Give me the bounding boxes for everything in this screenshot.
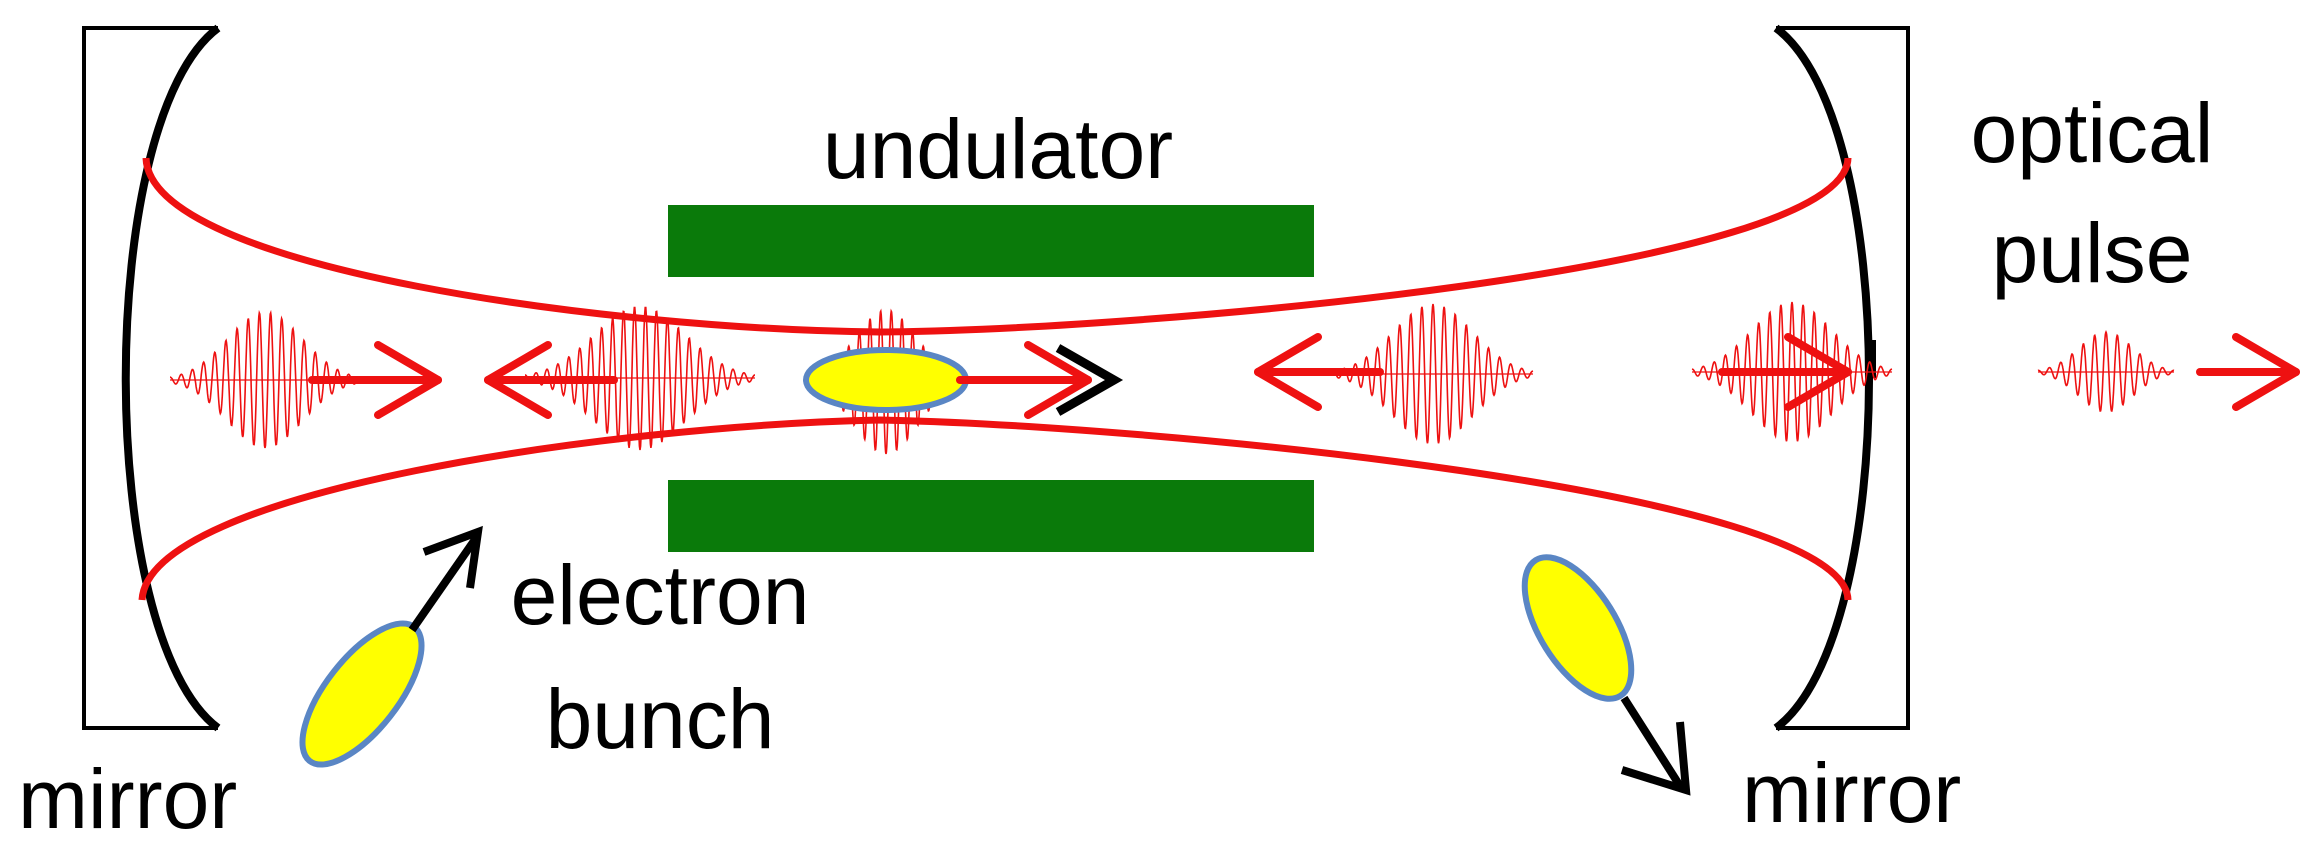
arrow-right-output [2196, 333, 2300, 411]
electron-bunch-label-line1: electron [511, 548, 810, 642]
electron-direction-chevron [1055, 344, 1124, 416]
left-mirror-surface [121, 24, 221, 732]
wave-packet-5 [1691, 301, 1893, 442]
wave-packet-2 [525, 306, 755, 451]
optical-wave-packets [170, 301, 2175, 455]
arrow-right-2 [1718, 333, 1852, 411]
wave-packet-6 [2037, 329, 2175, 412]
right-mirror-bracket [1776, 26, 1910, 730]
electron-bunch-in-undulator [803, 347, 969, 413]
incoming-bunch-arrow-shaft [408, 535, 480, 633]
arrow-left-2 [1254, 333, 1384, 411]
electron-bunch-label-line2: bunch [546, 672, 775, 766]
outgoing-bunch-ellipse [1521, 554, 1635, 702]
pulse-arrows [308, 333, 2300, 419]
outgoing-bunch-arrowhead [1620, 721, 1691, 796]
incoming-bunch-ellipse [299, 620, 425, 768]
undulator-label: undulator [823, 102, 1173, 196]
optical-pulse-label-line1: optical [1971, 86, 2214, 180]
undulator-top-magnet [668, 205, 1314, 277]
wave-packet-4 [1332, 303, 1534, 444]
optical-pulse-label-line2: pulse [1992, 206, 2193, 300]
wave-packet-1 [170, 309, 360, 449]
incoming-electron-bunch [299, 525, 483, 768]
left-mirror-bracket [82, 26, 218, 730]
outgoing-electron-bunch [1521, 554, 1691, 796]
right-mirror-label: mirror [1742, 746, 1961, 840]
outgoing-bunch-arrow-shaft [1620, 695, 1684, 789]
arrow-right-center [956, 341, 1092, 419]
mode-envelope-lower [138, 416, 1852, 601]
undulator-bottom-magnet [668, 480, 1314, 552]
incoming-bunch-arrowhead [422, 525, 483, 589]
arrow-left-1 [484, 341, 618, 419]
left-mirror [82, 24, 221, 732]
arrow-right-1 [308, 341, 442, 419]
left-mirror-label: mirror [18, 752, 237, 846]
